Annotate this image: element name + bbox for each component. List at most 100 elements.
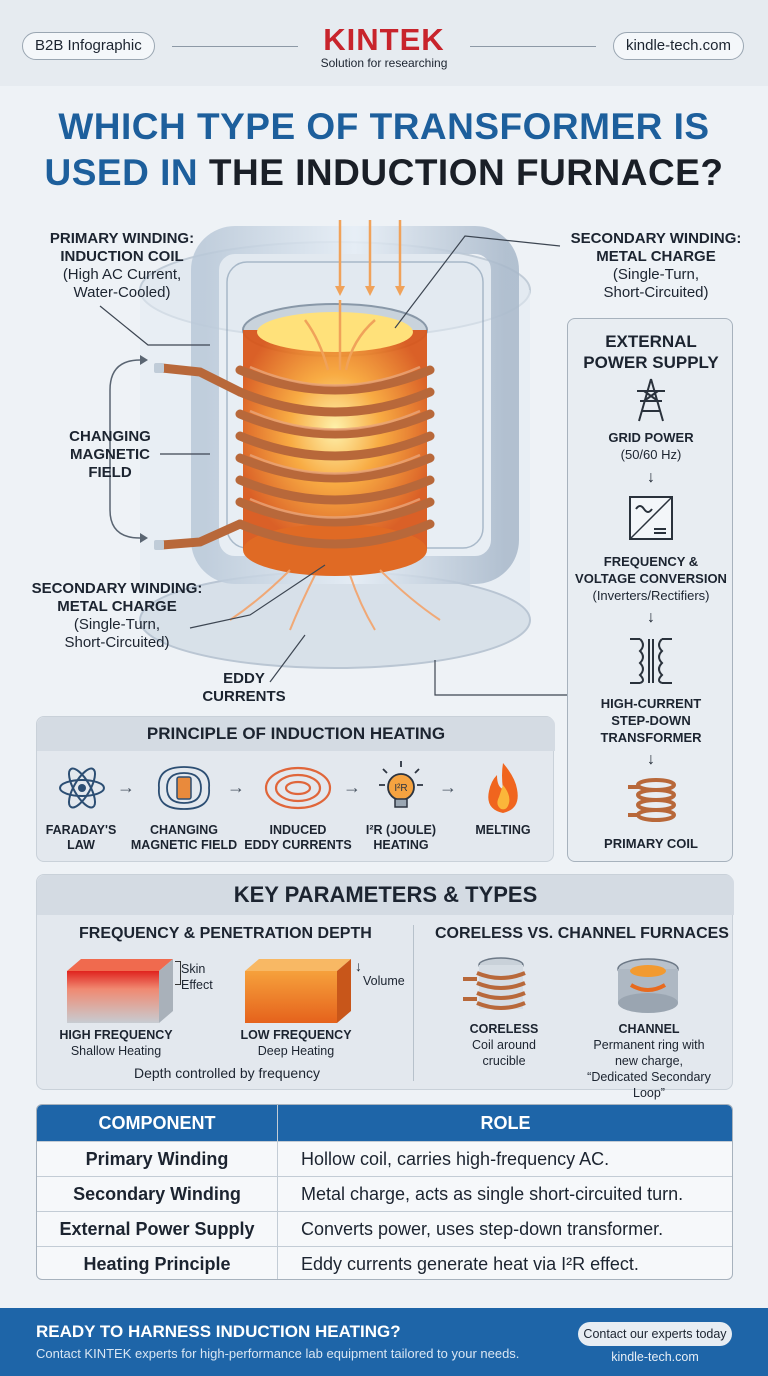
transformer-title-1: HIGH-CURRENT	[600, 696, 702, 711]
conversion-title-1: FREQUENCY &	[603, 554, 699, 569]
external-power-supply-panel: EXTERNAL POWER SUPPLY GRID POWER (50/60 …	[567, 318, 733, 862]
callout-secondary-bottom-subtitle: METAL CHARGE	[57, 598, 177, 615]
callout-secondary-top-desc-1: (Single-Turn,	[612, 266, 700, 283]
callout-primary-title: PRIMARY WINDING:	[49, 230, 195, 247]
channel-desc-1: Permanent ring with	[593, 1038, 705, 1052]
callout-primary-desc-2: Water-Cooled)	[73, 284, 171, 301]
transformer-title-3: TRANSFORMER	[600, 730, 702, 745]
table-row: Secondary Winding Metal charge, acts as s…	[37, 1176, 732, 1211]
arrow-right-icon-1: →	[117, 777, 135, 797]
conversion-title-2: VOLTAGE CONVERSION	[575, 571, 727, 586]
low-frequency-desc: Deep Heating	[257, 1044, 335, 1058]
column-header-role: ROLE	[480, 1113, 531, 1133]
arrow-right-icon-2: →	[227, 777, 245, 797]
key-parameters-title: KEY PARAMETERS & TYPES	[37, 875, 734, 915]
callout-changing-3: FIELD	[88, 464, 132, 481]
table-cell-component: External Power Supply	[59, 1219, 255, 1239]
inverter-icon	[629, 496, 673, 540]
callout-changing-1: CHANGING	[69, 428, 151, 445]
primary-coil-label: PRIMARY COIL	[604, 836, 698, 851]
callout-changing-field: CHANGING MAGNETIC FIELD	[52, 428, 168, 482]
magnetic-field-icon	[158, 766, 210, 810]
divider-right	[470, 46, 596, 47]
principle-title: PRINCIPLE OF INDUCTION HEATING	[37, 717, 555, 751]
lightbulb-icon: I²R	[379, 761, 423, 808]
divider-left	[172, 46, 298, 47]
callout-secondary-bottom-desc-1: (Single-Turn,	[73, 616, 161, 633]
skin-1: Skin	[181, 962, 206, 976]
volume-label: Volume	[363, 974, 405, 988]
callout-eddy-currents: EDDY CURRENTS	[196, 670, 292, 706]
step-changing-1: CHANGING	[149, 823, 219, 837]
callout-primary-desc-1: (High AC Current,	[62, 266, 182, 283]
step-eddy-2: EDDY CURRENTS	[244, 838, 352, 852]
external-title-1: EXTERNAL	[605, 332, 697, 351]
step-melting-1: MELTING	[475, 823, 531, 837]
title-line-2-blue: USED IN	[44, 152, 199, 193]
table-cell-component: Heating Principle	[83, 1254, 231, 1274]
table-cell-role: Metal charge, acts as single short-circu…	[301, 1184, 684, 1204]
contact-experts-button[interactable]: Contact our experts today	[578, 1322, 732, 1346]
coreless-desc-2: crucible	[482, 1054, 526, 1068]
flame-icon	[488, 763, 518, 813]
grid-power-desc: (50/60 Hz)	[620, 447, 682, 462]
callout-primary-winding: PRIMARY WINDING: INDUCTION COIL (High AC…	[22, 230, 222, 302]
callout-eddy-1: EDDY	[223, 670, 265, 687]
table-row: Primary Winding Hollow coil, carries high…	[37, 1141, 732, 1176]
external-title-2: POWER SUPPLY	[583, 353, 719, 372]
table-cell-role: Converts power, uses step-down transform…	[301, 1219, 664, 1239]
title-line-2-dark: THE INDUCTION FURNACE?	[208, 152, 724, 193]
table-cell-component: Secondary Winding	[73, 1184, 241, 1204]
external-title: EXTERNAL POWER SUPPLY	[568, 331, 734, 373]
transformer-title-2: STEP-DOWN	[611, 713, 691, 728]
top-bar: B2B Infographic KINTEK Solution for rese…	[0, 0, 768, 86]
step-faraday-1: FARADAY'S	[45, 823, 117, 837]
channel-furnace-icon	[617, 958, 679, 1013]
website-link[interactable]: kindle-tech.com	[612, 32, 744, 60]
brand-logo: KINTEK Solution for researching	[300, 22, 468, 71]
callout-secondary-top-subtitle: METAL CHARGE	[596, 248, 716, 265]
coreless-channel-title: CORELESS VS. CHANNEL FURNACES	[435, 925, 729, 942]
arrow-down-icon: ↓	[647, 469, 655, 486]
svg-text:I²R: I²R	[394, 783, 407, 794]
table-header: COMPONENT ROLE	[37, 1105, 732, 1141]
key-parameters-panel: KEY PARAMETERS & TYPES FREQUENCY & PENET…	[36, 874, 734, 1100]
arrow-right-icon-4: →	[439, 777, 457, 797]
skin-2: Effect	[181, 978, 213, 992]
arrow-down-icon-2: ↓	[647, 609, 655, 626]
atom-icon	[59, 767, 105, 809]
callout-eddy-2: CURRENTS	[202, 688, 286, 705]
low-frequency-block	[245, 959, 351, 1023]
coreless-desc-1: Coil around	[472, 1038, 536, 1052]
high-frequency-title: HIGH FREQUENCY	[59, 1028, 173, 1042]
grid-power-title: GRID POWER	[608, 430, 694, 445]
footer-banner: READY TO HARNESS INDUCTION HEATING? Cont…	[0, 1308, 768, 1376]
arrow-right-icon-3: →	[343, 777, 361, 797]
table-cell-component: Primary Winding	[85, 1149, 229, 1169]
skin-bracket	[175, 961, 181, 985]
depth-note: Depth controlled by frequency	[134, 1065, 320, 1081]
furnace-illustration	[99, 220, 567, 696]
footer-website-link[interactable]: kindle-tech.com	[611, 1350, 699, 1364]
brand-tagline: Solution for researching	[320, 56, 448, 70]
footer-headline: READY TO HARNESS INDUCTION HEATING?	[36, 1322, 401, 1341]
callout-secondary-top-title: SECONDARY WINDING:	[570, 230, 742, 247]
conversion-label: FREQUENCY & VOLTAGE CONVERSION (Inverter…	[568, 553, 734, 604]
callout-secondary-bottom-desc-2: Short-Circuited)	[64, 634, 170, 651]
volume-arrow-icon: ↓	[355, 958, 362, 974]
step-joule: I²R (JOULE)HEATING	[351, 823, 451, 853]
table-cell-role: Hollow coil, carries high-frequency AC.	[301, 1149, 610, 1169]
conversion-desc: (Inverters/Rectifiers)	[592, 588, 710, 603]
principle-panel: PRINCIPLE OF INDUCTION HEATING → → → I²R…	[36, 716, 555, 862]
brand-name: KINTEK	[323, 22, 445, 57]
channel-desc-2: new charge,	[614, 1054, 684, 1068]
eddy-currents-icon	[264, 766, 332, 810]
